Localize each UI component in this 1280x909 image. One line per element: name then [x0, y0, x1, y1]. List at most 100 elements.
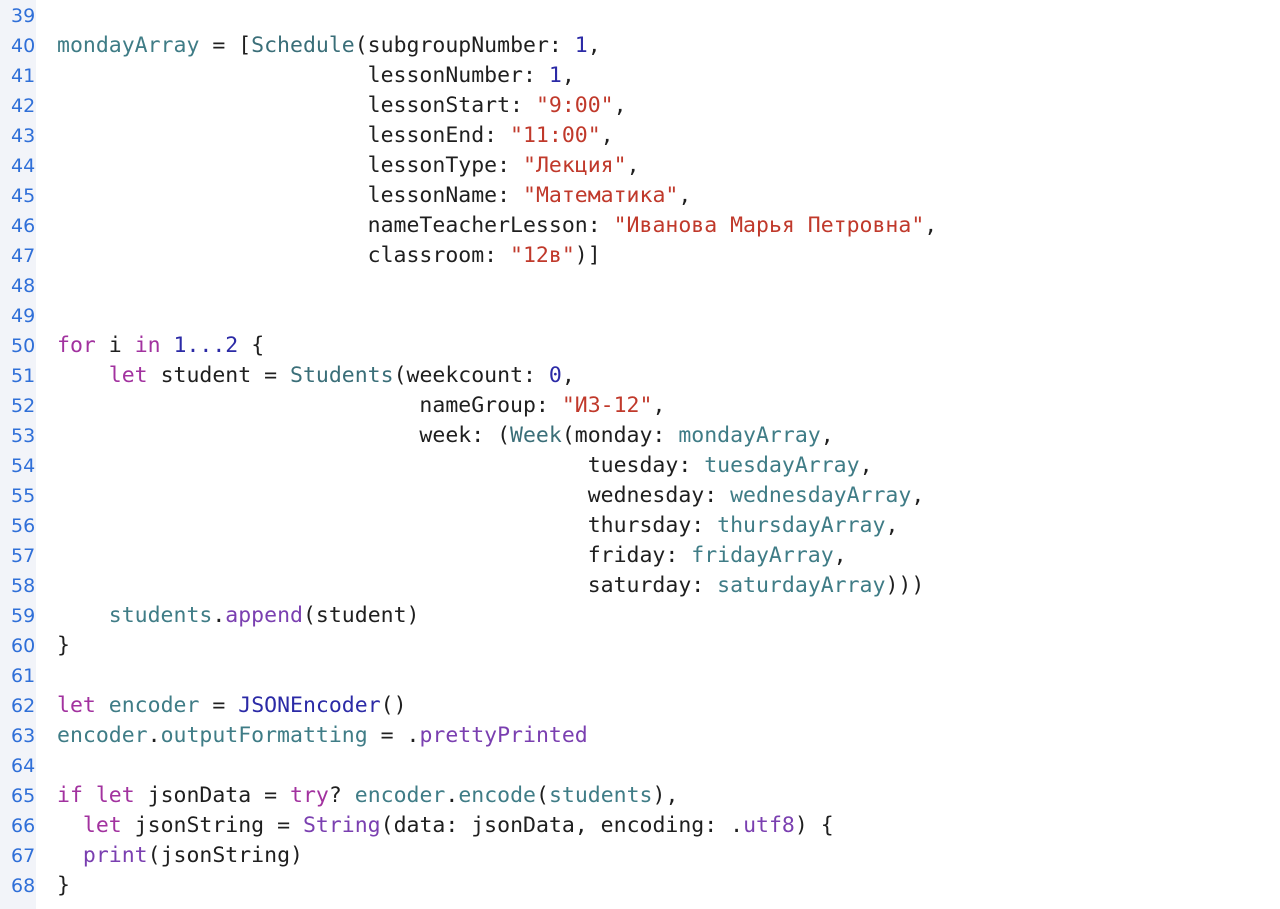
code-line[interactable]: 45 lessonName: "Математика",	[0, 181, 1280, 211]
code-text[interactable]: students.append(student)	[57, 601, 420, 631]
line-number: 63	[11, 725, 36, 747]
code-token: lessonNumber:	[57, 63, 549, 88]
code-token: Students	[290, 363, 394, 388]
code-text[interactable]: saturday: saturdayArray)))	[57, 571, 925, 601]
code-text[interactable]: for i in 1...2 {	[57, 331, 264, 361]
code-line[interactable]: 42 lessonStart: "9:00",	[0, 91, 1280, 121]
code-line[interactable]: 54 tuesday: tuesdayArray,	[0, 451, 1280, 481]
code-token: encoder	[57, 723, 148, 748]
code-text[interactable]: let encoder = JSONEncoder()	[57, 691, 407, 721]
code-text[interactable]: print(jsonString)	[57, 841, 303, 871]
line-number: 42	[11, 95, 36, 117]
code-token: Week	[510, 423, 562, 448]
code-text[interactable]: classroom: "12в")]	[57, 241, 601, 271]
line-number: 53	[11, 425, 36, 447]
code-text[interactable]: friday: fridayArray,	[57, 541, 847, 571]
code-token: 1	[574, 33, 588, 58]
code-token: }	[57, 633, 70, 658]
line-number: 57	[11, 545, 36, 567]
line-number: 44	[11, 155, 36, 177]
code-text[interactable]: lessonNumber: 1,	[57, 61, 575, 91]
code-text[interactable]: if let jsonData = try? encoder.encode(st…	[57, 781, 678, 811]
code-token: ) {	[794, 813, 834, 838]
code-token: ),	[652, 783, 679, 808]
code-token: 1	[548, 63, 562, 88]
code-line[interactable]: 63 encoder.outputFormatting = .prettyPrin…	[0, 721, 1280, 751]
code-line[interactable]: 44 lessonType: "Лекция",	[0, 151, 1280, 181]
code-text[interactable]: let student = Students(weekcount: 0,	[57, 361, 575, 391]
code-token: if	[57, 783, 83, 808]
line-number: 50	[11, 335, 36, 357]
code-line[interactable]: 43 lessonEnd: "11:00",	[0, 121, 1280, 151]
code-text[interactable]: nameTeacherLesson: "Иванова Марья Петров…	[57, 211, 938, 241]
code-text[interactable]: encoder.outputFormatting = .prettyPrinte…	[57, 721, 588, 751]
code-text[interactable]: nameGroup: "ИЗ-12",	[57, 391, 665, 421]
code-token: 0	[548, 363, 562, 388]
code-line[interactable]: 59 students.append(student)	[0, 601, 1280, 631]
code-token: students	[108, 603, 213, 628]
code-token: "12в"	[510, 243, 575, 268]
line-number: 49	[11, 305, 36, 327]
code-line[interactable]: 47 classroom: "12в")]	[0, 241, 1280, 271]
code-line[interactable]: 66 let jsonString = String(data: jsonDat…	[0, 811, 1280, 841]
code-token: ,	[600, 123, 614, 148]
code-text[interactable]: week: (Week(monday: mondayArray,	[57, 421, 833, 451]
code-token: ,	[859, 453, 873, 478]
code-token: (subgroupNumber:	[354, 33, 575, 58]
code-token: lessonStart:	[57, 93, 536, 118]
code-line[interactable]: 41 lessonNumber: 1,	[0, 61, 1280, 91]
code-text[interactable]: let jsonString = String(data: jsonData, …	[57, 811, 834, 841]
code-token: (monday:	[561, 423, 679, 448]
code-text[interactable]: lessonEnd: "11:00",	[57, 121, 614, 151]
code-line[interactable]: 60}	[0, 631, 1280, 661]
code-line[interactable]: 56 thursday: thursdayArray,	[0, 511, 1280, 541]
code-token	[57, 363, 109, 388]
code-token: ,	[613, 93, 627, 118]
code-token: )))	[885, 573, 925, 598]
code-token: ,	[885, 513, 899, 538]
code-token: mondayArray	[678, 423, 821, 448]
code-token: (	[536, 783, 549, 808]
code-token	[161, 333, 174, 358]
code-line[interactable]: 53 week: (Week(monday: mondayArray,	[0, 421, 1280, 451]
code-line[interactable]: 51 let student = Students(weekcount: 0,	[0, 361, 1280, 391]
code-line[interactable]: 67 print(jsonString)	[0, 841, 1280, 871]
code-text[interactable]: tuesday: tuesdayArray,	[57, 451, 873, 481]
code-token	[83, 783, 96, 808]
code-text[interactable]: wednesday: wednesdayArray,	[57, 481, 925, 511]
code-line[interactable]: 50 for i in 1...2 {	[0, 331, 1280, 361]
code-text[interactable]: lessonName: "Математика",	[57, 181, 692, 211]
code-line[interactable]: 46 nameTeacherLesson: "Иванова Марья Пет…	[0, 211, 1280, 241]
code-line[interactable]: 68}	[0, 871, 1280, 901]
code-text[interactable]: thursday: thursdayArray,	[57, 511, 899, 541]
code-line[interactable]: 55 wednesday: wednesdayArray,	[0, 481, 1280, 511]
code-token: tuesday:	[57, 453, 705, 478]
code-text[interactable]: lessonStart: "9:00",	[57, 91, 627, 121]
code-token: "ИЗ-12"	[561, 393, 653, 418]
code-text[interactable]: }	[57, 631, 70, 661]
code-text[interactable]: }	[57, 871, 70, 901]
line-number: 41	[11, 65, 36, 87]
code-line[interactable]: 39	[0, 1, 1280, 31]
code-line[interactable]: 48	[0, 271, 1280, 301]
code-token: nameTeacherLesson:	[57, 213, 614, 238]
code-line[interactable]: 57 friday: fridayArray,	[0, 541, 1280, 571]
code-line[interactable]: 64	[0, 751, 1280, 781]
code-token: wednesdayArray	[730, 483, 912, 508]
code-text[interactable]: mondayArray = [Schedule(subgroupNumber: …	[57, 31, 601, 61]
code-token: "Математика"	[523, 183, 679, 208]
code-token: for	[57, 333, 96, 358]
code-token: (student)	[302, 603, 420, 628]
code-line[interactable]: 52 nameGroup: "ИЗ-12",	[0, 391, 1280, 421]
code-token: prettyPrinted	[419, 723, 588, 748]
code-line[interactable]: 61	[0, 661, 1280, 691]
line-number: 45	[11, 185, 36, 207]
line-number: 48	[11, 275, 36, 297]
code-line[interactable]: 49	[0, 301, 1280, 331]
code-text[interactable]: lessonType: "Лекция",	[57, 151, 640, 181]
code-line[interactable]: 58 saturday: saturdayArray)))	[0, 571, 1280, 601]
